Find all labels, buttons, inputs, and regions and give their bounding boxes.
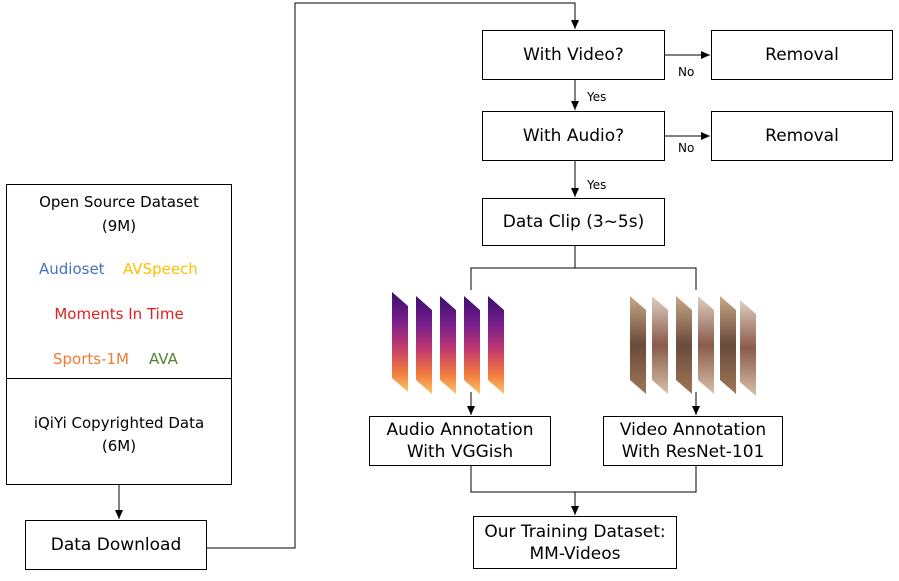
data-clip-node: Data Clip (3~5s) [482, 198, 665, 246]
audio-annotation-node: Audio Annotation With VGGish [369, 416, 551, 466]
dataset-moments-in-time: Moments In Time [54, 305, 184, 323]
video-frames-icon [630, 296, 756, 396]
spectrogram-frame-4 [464, 296, 480, 394]
video-annotation-node: Video Annotation With ResNet-101 [603, 416, 783, 466]
video-frame-3 [676, 296, 692, 394]
open-source-title: Open Source Dataset [39, 193, 199, 211]
open-source-section: Open Source Dataset (9M) Audioset AVSpee… [7, 185, 231, 379]
video-frame-1 [630, 296, 646, 394]
line-annotation-merge [470, 466, 697, 493]
dataset-audioset: Audioset [39, 260, 105, 278]
video-annotation-line2: With ResNet-101 [621, 442, 765, 462]
with-video-node: With Video? [482, 30, 665, 80]
removal-label-1: Removal [765, 45, 839, 65]
dataset-sports-1m: Sports-1M [53, 350, 129, 368]
dataset-avspeech: AVSpeech [123, 260, 198, 278]
with-video-no-label: No [678, 65, 695, 79]
data-download-node: Data Download [25, 520, 207, 570]
with-video-yes-label: Yes [587, 90, 607, 104]
video-annotation-line1: Video Annotation [619, 420, 767, 440]
data-clip-label: Data Clip (3~5s) [502, 212, 645, 232]
line-clip-split [470, 267, 697, 290]
with-audio-no-label: No [678, 141, 695, 155]
removal-label-2: Removal [765, 126, 839, 146]
removal-node-2: Removal [711, 111, 893, 161]
video-frame-5 [720, 296, 736, 394]
with-audio-node: With Audio? [482, 111, 665, 161]
spectrogram-frame-1 [392, 292, 408, 392]
copyrighted-section: iQiYi Copyrighted Data (6M) [7, 378, 231, 484]
dataset-ava: AVA [149, 350, 178, 368]
copyrighted-count: (6M) [101, 437, 137, 455]
video-frame-4 [698, 296, 714, 394]
spectrogram-frame-3 [440, 296, 456, 394]
open-source-count: (9M) [101, 217, 137, 235]
with-audio-yes-label: Yes [587, 178, 607, 192]
audio-annotation-line1: Audio Annotation [386, 420, 534, 440]
training-dataset-line2: MM-Videos [529, 543, 621, 564]
audio-spectrogram-icon [392, 292, 504, 394]
video-frame-2 [652, 296, 668, 394]
arrow-download-to-video-check [207, 2, 579, 549]
training-dataset-line1: Our Training Dataset: [484, 521, 666, 542]
training-dataset-node: Our Training Dataset: MM-Videos [473, 516, 677, 569]
video-frame-6 [740, 300, 756, 396]
copyrighted-title: iQiYi Copyrighted Data [33, 414, 205, 432]
data-download-label: Data Download [50, 535, 182, 555]
with-video-label: With Video? [523, 45, 624, 65]
with-audio-label: With Audio? [522, 126, 625, 146]
spectrogram-frame-5 [488, 296, 504, 394]
spectrogram-frame-2 [416, 296, 432, 394]
audio-annotation-line2: With VGGish [406, 442, 514, 462]
source-panel: Open Source Dataset (9M) Audioset AVSpee… [6, 184, 232, 485]
removal-node-1: Removal [711, 30, 893, 80]
